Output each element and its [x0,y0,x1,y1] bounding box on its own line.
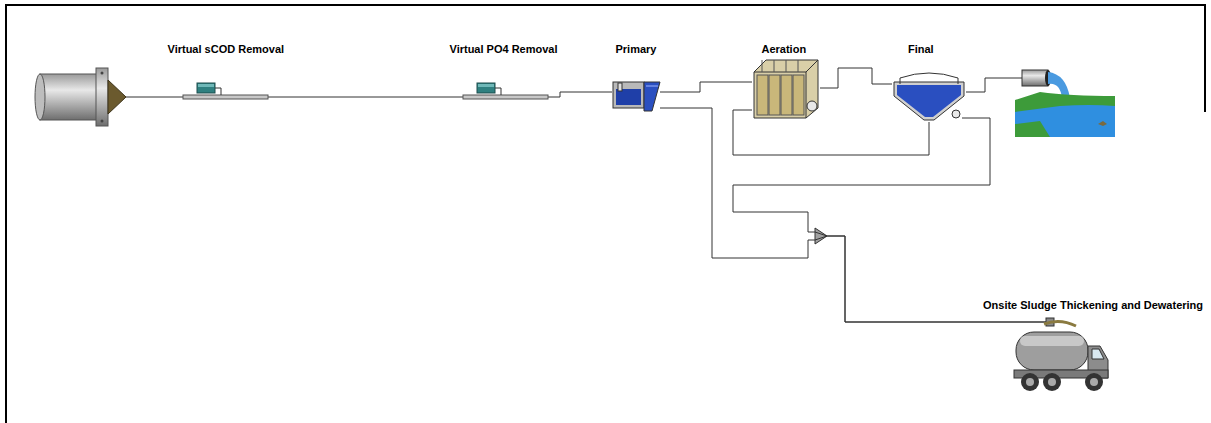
aeration-tank-icon [752,58,820,120]
final-clarifier: Final [890,43,968,122]
sludge-truck-icon [1010,318,1110,396]
influent-pipe [35,68,183,126]
unit-label: Virtual sCOD Removal [168,43,285,56]
effluent-outfall [966,70,1115,137]
primary-clarifier-icon [612,78,662,112]
flow-line [733,118,1048,322]
virtual-removal-unit [183,82,268,100]
unit-label: Virtual PO4 Removal [450,43,558,56]
unit-label: Final [908,43,934,56]
flow-line [268,97,463,98]
process-unit: Virtual sCOD Removal [166,43,287,100]
sludge-handling: Onsite Sludge Thickening and Dewatering [981,299,1206,396]
process-unit: Virtual PO4 Removal [448,43,561,100]
flow-line [820,68,892,88]
flow-line [660,82,752,92]
aeration-tank: Aeration [750,43,822,120]
primary-clarifier: Primary [610,43,664,112]
frame [6,5,1205,423]
unit-label: Aeration [762,43,807,56]
unit-label: Primary [616,43,657,56]
virtual-removal-unit [463,82,548,100]
flow-splitter [815,228,827,244]
final-clarifier-icon [892,72,966,122]
flow-line [660,108,1048,322]
flow-line [548,92,612,97]
unit-label: Onsite Sludge Thickening and Dewatering [983,299,1203,312]
